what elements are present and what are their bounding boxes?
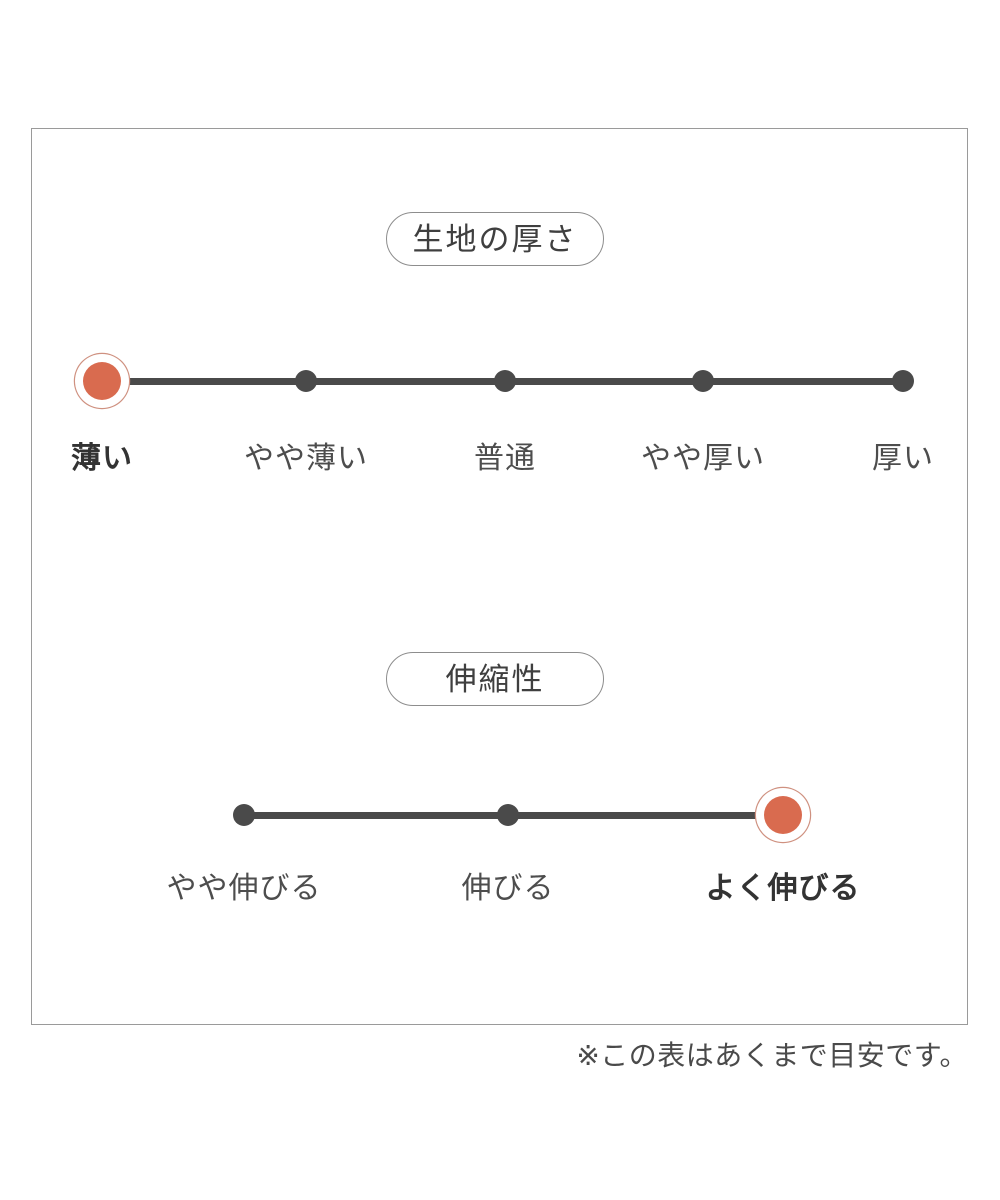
scale-dot-thickness-4[interactable] xyxy=(892,370,914,392)
scale-dot-thickness-3[interactable] xyxy=(692,370,714,392)
scale-dot-thickness-1[interactable] xyxy=(295,370,317,392)
scale-label-thickness-3: やや厚い xyxy=(641,442,765,475)
scale-label-thickness-4: 厚い xyxy=(872,442,934,475)
scale-label-stretch-2: よく伸びる xyxy=(705,872,861,905)
scale-dot-stretch-2[interactable] xyxy=(764,796,802,834)
section-title-label: 伸縮性 xyxy=(445,661,545,697)
scale-label-thickness-1: やや薄い xyxy=(244,442,368,475)
section-title-label: 生地の厚さ xyxy=(412,221,578,257)
scale-dot-thickness-0[interactable] xyxy=(83,362,121,400)
scale-dot-stretch-1[interactable] xyxy=(497,804,519,826)
scale-label-stretch-1: 伸びる xyxy=(461,872,555,905)
scale-dot-stretch-0[interactable] xyxy=(233,804,255,826)
scale-label-thickness-0: 薄い xyxy=(71,442,133,475)
spec-table-frame: 生地の厚さ 薄い やや薄い 普通 やや厚い 厚い 伸縮性 やや伸びる 伸びる よ… xyxy=(31,128,968,1025)
section-title-fabric-thickness: 生地の厚さ xyxy=(386,212,604,266)
scale-dot-thickness-2[interactable] xyxy=(494,370,516,392)
section-title-stretch: 伸縮性 xyxy=(386,652,604,706)
footnote-disclaimer: ※この表はあくまで目安です。 xyxy=(576,1040,968,1071)
scale-label-stretch-0: やや伸びる xyxy=(166,872,322,905)
scale-label-thickness-2: 普通 xyxy=(474,442,536,475)
